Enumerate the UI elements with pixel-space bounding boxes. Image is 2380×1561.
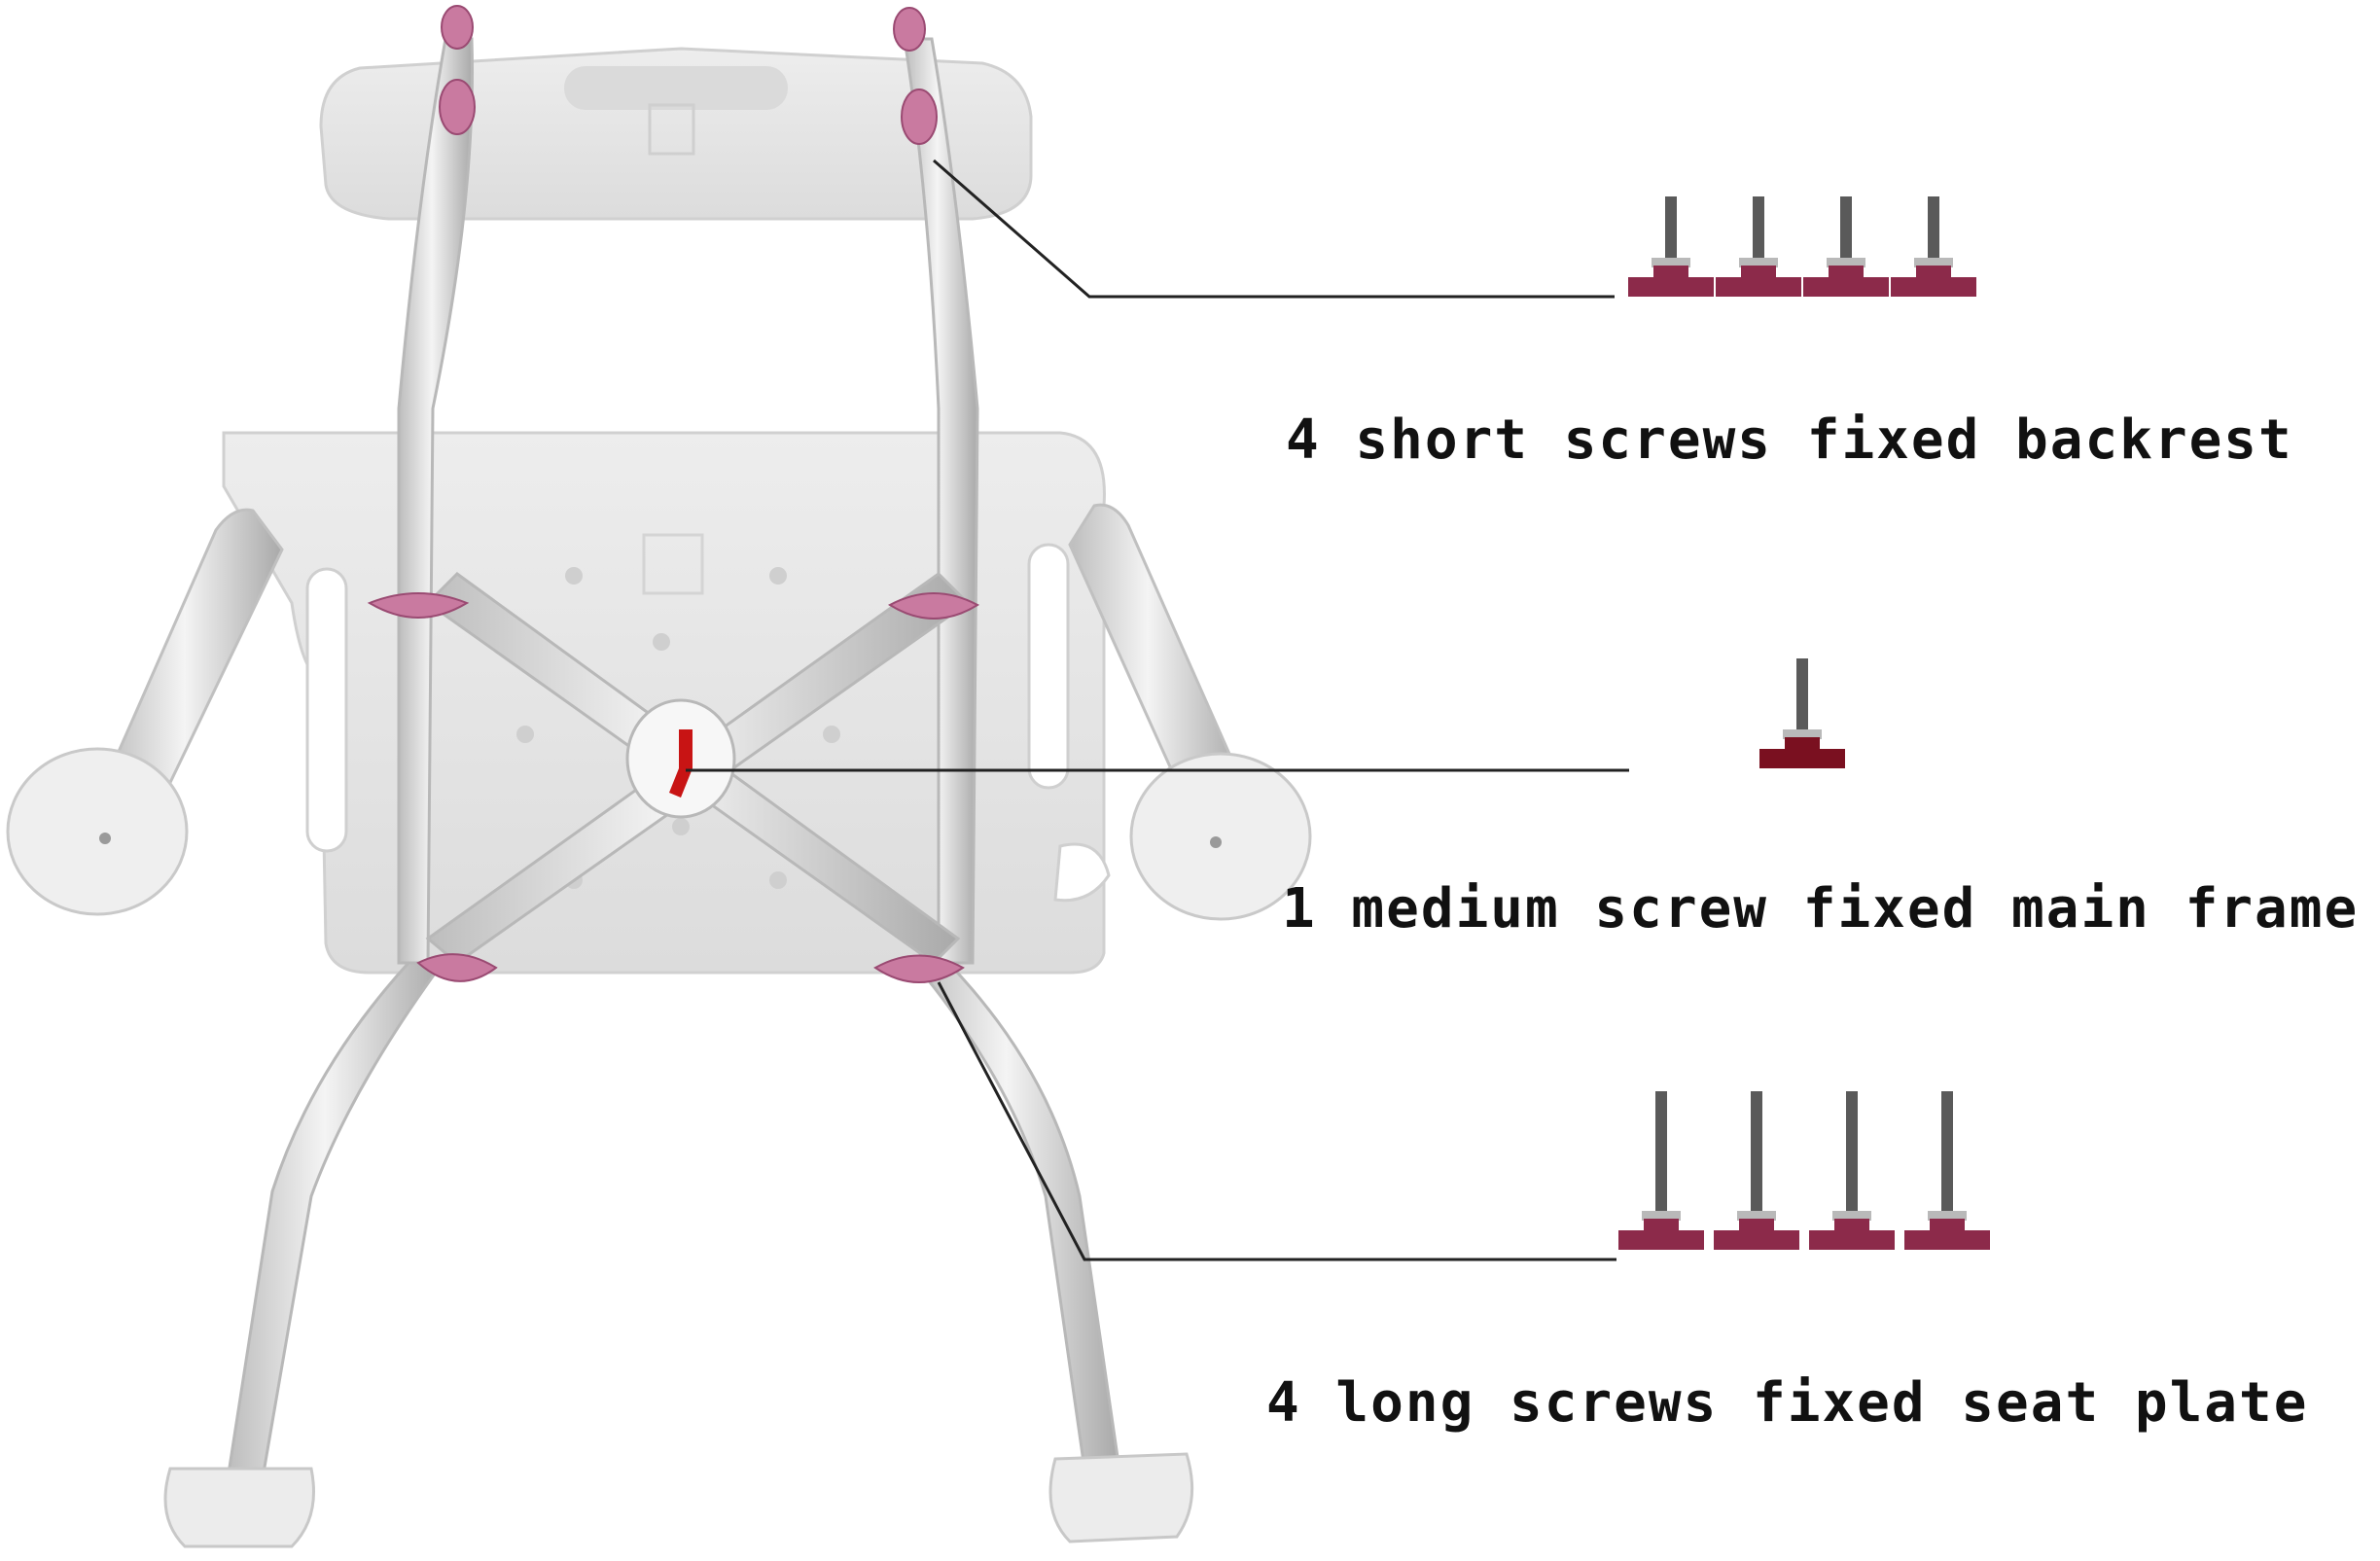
- long-screw-icon: [1809, 1091, 1895, 1250]
- short-screws-caption: 4 short screws fixed backrest: [1286, 408, 2293, 472]
- short-screw-icon: [1628, 196, 1714, 297]
- knob-group: [367, 5, 980, 983]
- medium-screw-caption: 1 medium screw fixed main frame: [1282, 877, 2360, 940]
- long-screw-icon: [1618, 1091, 1704, 1250]
- short-screw-icon: [1803, 196, 1889, 297]
- medium-screw-marker: [669, 729, 693, 798]
- frame-uprights: [397, 37, 979, 965]
- right-armrest: [1068, 503, 1312, 921]
- short-screws-group: [1628, 196, 1976, 297]
- long-screws-caption: 4 long screws fixed seat plate: [1266, 1371, 2309, 1435]
- backrest: [319, 47, 1033, 221]
- short-screw-icon: [1716, 196, 1801, 297]
- long-screw-icon: [1714, 1091, 1799, 1250]
- medium-screw-group: [1759, 658, 1845, 768]
- left-armrest: [6, 508, 284, 916]
- leader-lines: [686, 159, 1629, 1261]
- short-screw-icon: [1891, 196, 1976, 297]
- medium-screw-icon: [1759, 658, 1845, 768]
- legs: [163, 961, 1194, 1548]
- long-screws-group: [1618, 1091, 1990, 1250]
- long-screw-icon: [1904, 1091, 1990, 1250]
